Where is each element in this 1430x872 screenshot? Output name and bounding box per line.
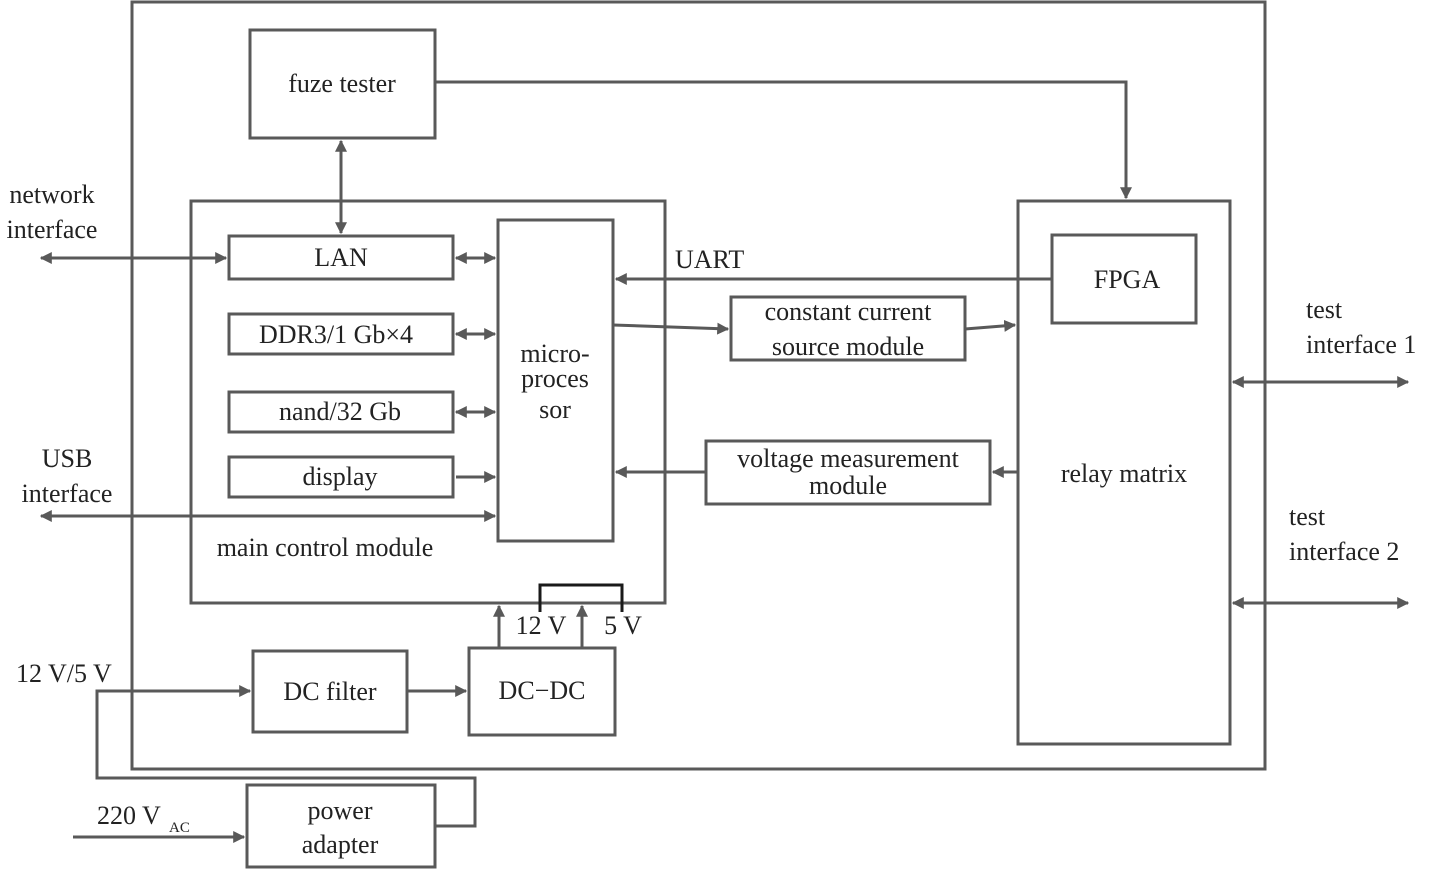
test-interface-2-label-line-1: test — [1289, 502, 1326, 531]
dc-dc-label: DC−DC — [499, 676, 586, 705]
relay-matrix-label: relay matrix — [1061, 459, 1187, 488]
constant-current-label-line-1: constant current — [765, 297, 933, 326]
fuze-relay-arrow — [435, 80, 1132, 200]
ddr3-box — [227, 312, 455, 356]
constant-current-label-line-2: source module — [772, 332, 924, 361]
dc-dc-box — [467, 646, 617, 737]
microprocessor-label-line-1: micro- — [520, 339, 589, 368]
lan-label: LAN — [314, 243, 368, 272]
voltage-measurement-label-line-2: module — [809, 471, 887, 500]
nand-label: nand/32 Gb — [279, 397, 401, 426]
dc-filter-label: DC filter — [283, 677, 376, 706]
network-interface-label-line-2: interface — [7, 215, 98, 244]
v12-label: 12 V — [516, 611, 567, 640]
main-control-module-box — [189, 199, 667, 605]
microprocessor-label-line-3: sor — [539, 395, 571, 424]
lan-box — [227, 234, 455, 281]
voltage-measurement-box — [704, 439, 992, 506]
adapter-filter-arrow — [95, 685, 477, 828]
fpga-label: FPGA — [1094, 265, 1161, 294]
current-source-relay-arrow — [964, 319, 1017, 332]
ac-input-label: 220 V — [97, 801, 161, 830]
power-adapter-label-line-2: adapter — [302, 830, 379, 859]
nand-box — [227, 390, 455, 434]
ac-input-subscript: AC — [169, 820, 190, 836]
uart-label: UART — [675, 245, 744, 274]
constant-current-source-box — [729, 295, 967, 362]
main-control-label: main control module — [217, 533, 434, 562]
display-label: display — [302, 462, 377, 491]
test-interface-2-label-line-2: interface 2 — [1289, 537, 1399, 566]
power-adapter-label-line-1: power — [308, 796, 373, 825]
input-12v5v-label: 12 V/5 V — [16, 659, 112, 688]
test-interface-1-label-line-1: test — [1306, 295, 1343, 324]
cpu-current-source-arrow — [612, 322, 730, 335]
microprocessor-label-line-2: proces — [521, 364, 589, 393]
network-interface-label-line-1: network — [9, 180, 94, 209]
usb-interface-label-line-1: USB — [42, 444, 93, 473]
test-interface-1-label-line-2: interface 1 — [1306, 330, 1416, 359]
voltage-measurement-label-line-1: voltage measurement — [737, 444, 959, 473]
fuze-tester-box — [248, 28, 437, 140]
v5-label: 5 V — [604, 611, 642, 640]
voltage-bracket — [538, 583, 624, 612]
usb-interface-label-line-2: interface — [22, 479, 113, 508]
microprocessor-box — [496, 218, 615, 543]
fuze-tester-label: fuze tester — [288, 69, 396, 98]
display-box — [227, 455, 455, 499]
ddr3-label: DDR3/1 Gb×4 — [259, 320, 413, 349]
